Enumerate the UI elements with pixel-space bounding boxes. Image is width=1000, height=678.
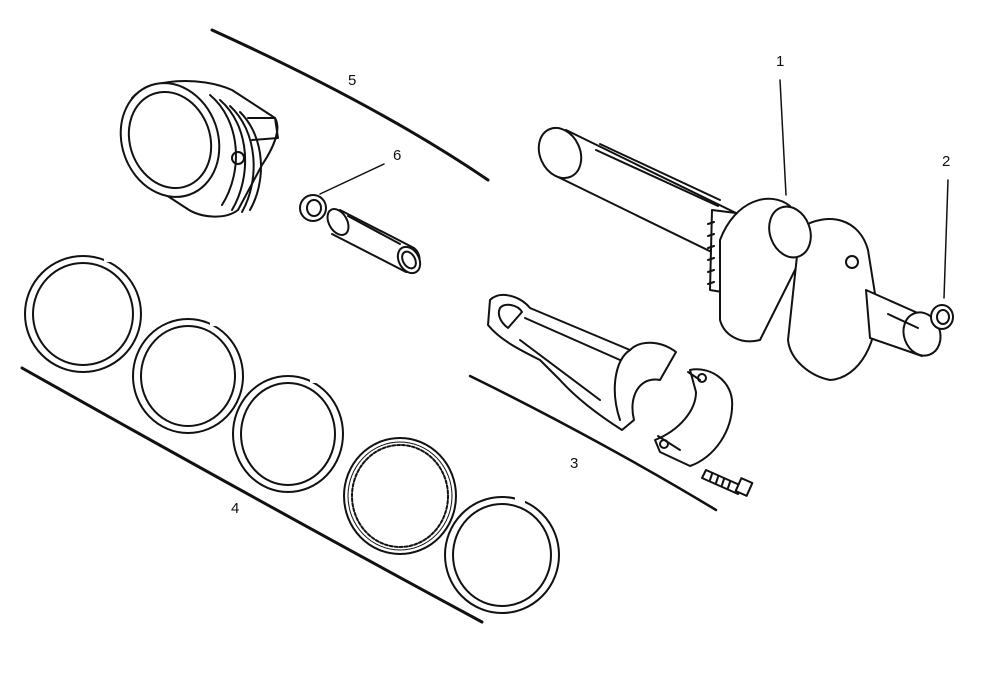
group-bracket-conrod [468, 374, 718, 512]
piston-pin-circlip [299, 194, 327, 222]
connecting-rod-bolt [701, 469, 754, 497]
connecting-rod [487, 293, 677, 431]
group-bracket-rings [20, 366, 484, 624]
crankshaft [537, 126, 942, 381]
piston-ring-1 [24, 252, 142, 373]
piston-ring-4-oil [343, 437, 457, 555]
callout-1: 1 [776, 53, 784, 70]
leader-line-1 [779, 79, 787, 196]
piston-ring-5 [444, 493, 560, 614]
crankshaft-ring [930, 304, 954, 330]
piston [119, 80, 279, 218]
callout-2: 2 [942, 153, 950, 170]
connecting-rod-cap [654, 368, 734, 467]
group-bracket-piston [210, 28, 490, 182]
piston-pin [326, 208, 422, 275]
callout-6: 6 [393, 147, 401, 164]
callout-5: 5 [348, 72, 356, 89]
callout-4: 4 [231, 500, 239, 517]
piston-ring-2 [132, 316, 244, 434]
callout-3: 3 [570, 455, 578, 472]
leader-line-2 [943, 179, 949, 299]
leader-line-6 [319, 163, 385, 195]
piston-ring-3 [232, 373, 344, 493]
piston-rings [24, 252, 560, 614]
